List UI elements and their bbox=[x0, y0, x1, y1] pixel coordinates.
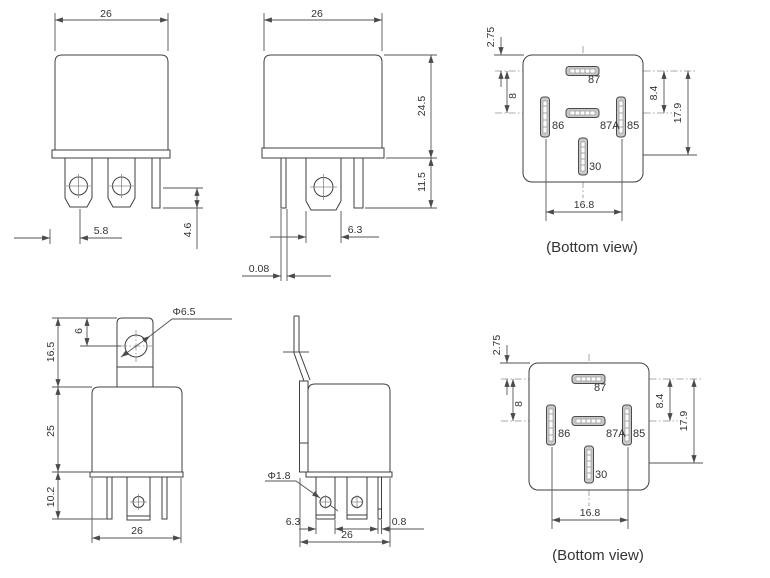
pin-slot-87 bbox=[571, 374, 606, 384]
side-view: 26 24.5 11.5 6.3 0.08 bbox=[242, 8, 437, 281]
dim-body-height-label: 24.5 bbox=[416, 96, 428, 117]
extension-lines-width bbox=[91, 478, 182, 543]
dim-pin-hole-label: Φ1.8 bbox=[268, 470, 291, 482]
bottom-view-caption: (Bottom view) bbox=[552, 547, 644, 564]
bottom-view-caption: (Bottom view) bbox=[546, 239, 638, 256]
pin-slot-30 bbox=[584, 445, 594, 484]
pin-slot-85 bbox=[622, 404, 632, 446]
dim-width-label: 26 bbox=[131, 525, 143, 537]
pin-label-86: 86 bbox=[552, 120, 564, 132]
bottom-view-2: 87 86 87A 85 30 2.75 8 8.4 17.9 16.8 (Bo… bbox=[491, 335, 703, 564]
dim-pin-length-label: 10.2 bbox=[45, 487, 57, 508]
dim-pin-tip-label: 4.6 bbox=[182, 223, 194, 238]
dim-width-label: 26 bbox=[341, 529, 353, 541]
extension-lines-width bbox=[299, 478, 391, 547]
dim-blade-thickness-label: 0.8 bbox=[392, 516, 407, 528]
relay-body bbox=[54, 54, 169, 151]
relay-outline bbox=[522, 54, 644, 183]
thin-pin bbox=[151, 157, 161, 209]
pin-slot-30 bbox=[578, 137, 588, 176]
relay-body bbox=[263, 54, 383, 149]
extension-lines-0-08 bbox=[280, 209, 288, 281]
pin-label-87: 87 bbox=[594, 382, 606, 394]
extension-lines-span bbox=[545, 139, 623, 221]
hole-crosshairs bbox=[66, 174, 134, 198]
hole-diameter-line bbox=[120, 335, 151, 358]
extension-lines-0-8 bbox=[377, 520, 382, 534]
pin-slot-86 bbox=[546, 404, 556, 446]
pin-hole-crosshair bbox=[130, 494, 147, 510]
pin-slot-86 bbox=[540, 96, 550, 138]
thin-pin-left bbox=[106, 476, 113, 520]
front-view: 26 5.8 4.6 bbox=[14, 8, 203, 249]
dim-blade-width-label: 6.3 bbox=[348, 224, 363, 236]
pin-hole-crosshair-2 bbox=[350, 495, 364, 509]
pin-label-86: 86 bbox=[558, 428, 570, 440]
dim-edge-row1-label: 2.75 bbox=[485, 27, 497, 48]
pin-label-30: 30 bbox=[595, 469, 607, 481]
extension-lines-5-8 bbox=[49, 209, 81, 244]
relay-base-flange bbox=[305, 471, 393, 478]
extension-lines-6-3 bbox=[305, 211, 342, 243]
dim-hole-diameter-label: Φ6.5 bbox=[173, 306, 196, 318]
dim-width-label: 26 bbox=[100, 8, 112, 20]
dim-total-height-label: 17.9 bbox=[678, 411, 690, 432]
pin-slot-87 bbox=[565, 66, 600, 76]
relay-outline bbox=[528, 362, 650, 491]
dim-row-spacing-left-label: 8 bbox=[507, 93, 519, 99]
dim-row-spacing-right-label: 8.4 bbox=[648, 86, 660, 101]
relay-body bbox=[307, 383, 391, 473]
bracket-strip bbox=[293, 315, 311, 382]
pin-label-87: 87 bbox=[588, 74, 600, 86]
pin-label-85: 85 bbox=[627, 120, 639, 132]
bracket-leg bbox=[299, 380, 309, 473]
thin-pin-right bbox=[161, 476, 168, 520]
dim-pin-offset-label: 5.8 bbox=[94, 225, 109, 237]
dim-blade-width-label: 6.3 bbox=[286, 516, 301, 528]
dim-blade-gap-label: 0.08 bbox=[249, 263, 270, 275]
dim-edge-row1-label: 2.75 bbox=[491, 335, 503, 356]
pin-label-30: 30 bbox=[589, 161, 601, 173]
thin-pin bbox=[280, 157, 287, 209]
dim-pin-span-label: 16.8 bbox=[574, 199, 595, 211]
pin-hole-crosshair bbox=[319, 495, 332, 509]
bracket-front-view: Φ6.5 16.5 6 25 10.2 26 bbox=[45, 306, 232, 543]
bottom-view-1: 87 86 87A 85 30 2.75 8 8.4 17.9 16.8 (Bo… bbox=[485, 27, 697, 256]
pin-slot-87a bbox=[571, 416, 606, 426]
pin-hole-callout-tail bbox=[329, 504, 339, 512]
relay-base-flange bbox=[261, 147, 385, 159]
dim-bracket-height-label: 16.5 bbox=[45, 342, 57, 363]
extension-lines-width bbox=[263, 13, 383, 51]
pin-hole-callout-leader bbox=[265, 480, 321, 499]
hole-callout-leader bbox=[149, 318, 232, 337]
dim-body-height-label: 25 bbox=[45, 425, 57, 437]
pin-slot-87a bbox=[565, 108, 600, 118]
dim-pin-length-label: 11.5 bbox=[416, 172, 428, 192]
thin-pin bbox=[377, 476, 382, 520]
dim-total-height-label: 17.9 bbox=[672, 103, 684, 124]
dim-row-spacing-right-label: 8.4 bbox=[654, 394, 666, 409]
relay-base-flange bbox=[89, 471, 184, 478]
extension-lines-6-3 bbox=[315, 520, 336, 534]
pin-slot-85 bbox=[616, 96, 626, 138]
pin-label-87a: 87A bbox=[606, 428, 626, 440]
dim-row-spacing-left-label: 8 bbox=[513, 401, 525, 407]
pin-label-87a: 87A bbox=[600, 120, 620, 132]
bracket-side-view: Φ1.8 6.3 0.8 26 bbox=[265, 315, 424, 547]
dim-hole-offset-label: 6 bbox=[73, 328, 85, 334]
relay-base-flange bbox=[51, 149, 171, 159]
pin-label-85: 85 bbox=[633, 428, 645, 440]
dim-pin-span-label: 16.8 bbox=[580, 507, 601, 519]
relay-body bbox=[91, 386, 183, 473]
hole-crosshair bbox=[310, 174, 337, 200]
dim-width-label: 26 bbox=[311, 8, 323, 20]
extension-lines-span bbox=[551, 447, 629, 529]
side-pin bbox=[353, 157, 364, 209]
